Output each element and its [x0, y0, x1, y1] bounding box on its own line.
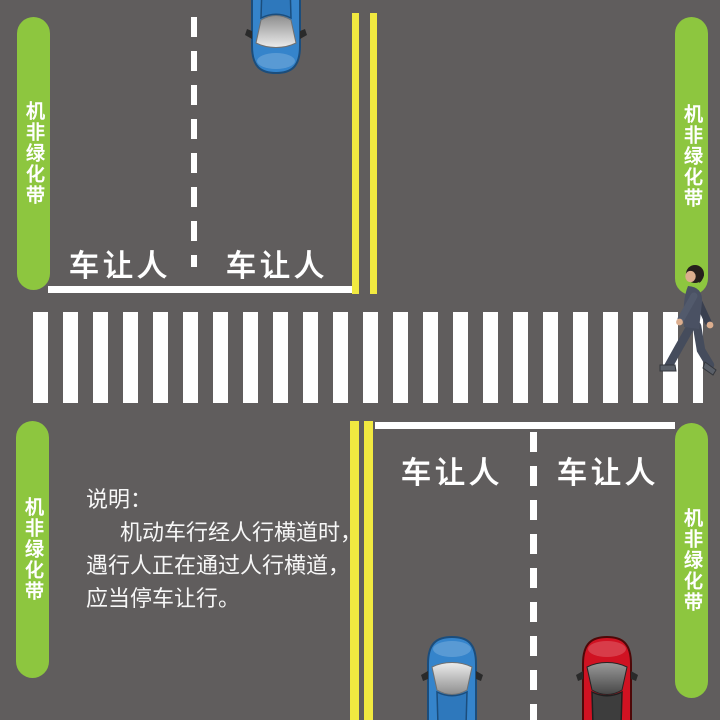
yield-marking-top-lane-2: 车让人 — [226, 250, 328, 283]
green-belt-bottom-left: 机非绿化带 — [16, 421, 49, 678]
yield-marking-bottom-lane-1: 车让人 — [401, 457, 503, 490]
stop-line-top — [48, 286, 352, 293]
green-belt-label: 机非绿化带 — [681, 508, 702, 613]
stop-line-bottom — [375, 422, 675, 429]
explanation-text: 说明： 机动车行经人行横道时， 遇行人正在通过人行横道， 应当停车让行。 — [86, 483, 366, 615]
green-belt-label: 机非绿化带 — [681, 103, 702, 209]
zebra-crossing — [33, 312, 703, 403]
double-yellow-line-top-right — [370, 13, 377, 294]
blue-car-top — [245, 0, 307, 75]
explanation-line: 机动车行经人行横道时， — [120, 520, 363, 545]
explanation-title: 说明： — [86, 487, 153, 512]
yield-marking-top-lane-1: 车让人 — [69, 250, 171, 283]
yield-marking-bottom-lane-2: 车让人 — [557, 457, 659, 490]
green-belt-bottom-right: 机非绿化带 — [675, 423, 708, 698]
explanation-line: 遇行人正在通过人行横道， — [86, 553, 351, 578]
green-belt-label: 机非绿化带 — [23, 101, 44, 206]
blue-car-bottom — [421, 635, 483, 720]
double-yellow-line-bottom-right — [364, 421, 373, 720]
lane-divider-dashed-bottom — [530, 432, 537, 720]
green-belt-top-right: 机非绿化带 — [675, 17, 708, 295]
explanation-line: 应当停车让行。 — [86, 586, 241, 611]
double-yellow-line-top-left — [352, 13, 359, 294]
green-belt-top-left: 机非绿化带 — [17, 17, 50, 290]
pedestrian-icon — [659, 265, 717, 376]
red-car-bottom — [576, 635, 638, 720]
lane-divider-dashed-top — [191, 17, 197, 267]
double-yellow-line-bottom-left — [350, 421, 359, 720]
green-belt-label: 机非绿化带 — [22, 497, 43, 602]
